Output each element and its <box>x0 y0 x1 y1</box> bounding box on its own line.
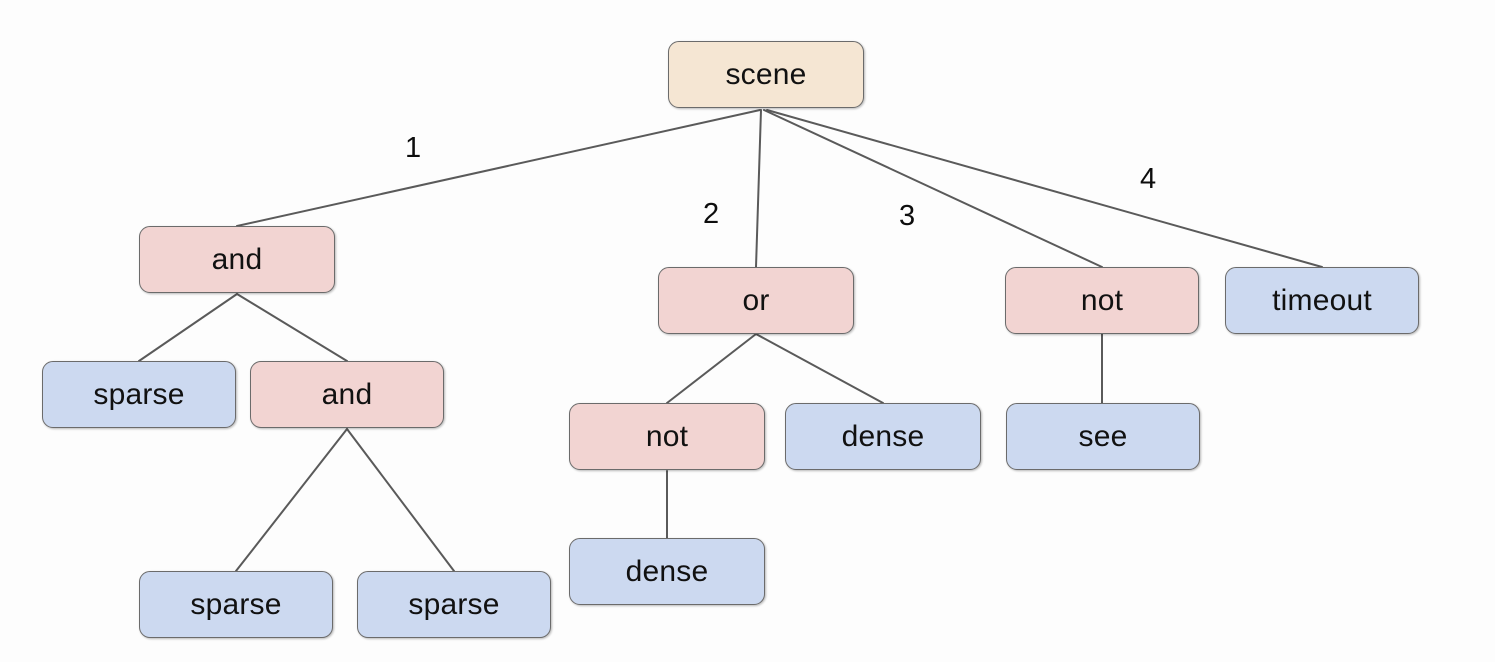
tree-node-label: dense <box>841 419 925 453</box>
tree-node-label: dense <box>625 554 709 588</box>
tree-node-dense2[interactable]: dense <box>569 538 765 605</box>
edge-label-4: 4 <box>1140 163 1157 195</box>
tree-node-and1[interactable]: and <box>139 226 335 293</box>
edge-label-3: 3 <box>899 200 916 232</box>
tree-node-not1[interactable]: not <box>1005 267 1199 334</box>
tree-node-see1[interactable]: see <box>1006 403 1200 470</box>
tree-edge <box>236 293 348 362</box>
tree-node-label: sparse <box>93 377 185 411</box>
tree-node-sparse3[interactable]: sparse <box>357 571 551 638</box>
tree-node-sparse2[interactable]: sparse <box>139 571 333 638</box>
tree-node-label: not <box>1080 283 1124 317</box>
tree-node-dense1[interactable]: dense <box>785 403 981 470</box>
tree-node-sparse1[interactable]: sparse <box>42 361 236 428</box>
tree-node-label: sparse <box>408 587 500 621</box>
tree-edge <box>346 428 455 572</box>
tree-node-and2[interactable]: and <box>250 361 444 428</box>
tree-edge <box>763 109 1103 268</box>
tree-node-label: scene <box>725 57 807 91</box>
tree-edge <box>666 333 757 404</box>
tree-node-label: see <box>1078 419 1128 453</box>
tree-node-label: timeout <box>1272 283 1372 317</box>
tree-node-label: and <box>321 377 373 411</box>
edge-label-2: 2 <box>703 198 720 230</box>
tree-edge <box>235 428 348 572</box>
tree-node-or1[interactable]: or <box>658 267 854 334</box>
tree-node-label: and <box>211 242 263 276</box>
tree-node-scene[interactable]: scene <box>668 41 864 108</box>
edge-label-1: 1 <box>405 132 422 164</box>
tree-edge <box>766 109 1323 268</box>
tree-edge <box>755 109 762 268</box>
tree-edge <box>138 293 238 362</box>
tree-node-not2[interactable]: not <box>569 403 765 470</box>
tree-edge <box>755 333 884 404</box>
tree-node-label: not <box>645 419 689 453</box>
tree-node-label: or <box>742 283 770 317</box>
tree-node-timeout1[interactable]: timeout <box>1225 267 1419 334</box>
tree-edge <box>236 109 761 227</box>
tree-node-label: sparse <box>190 587 282 621</box>
